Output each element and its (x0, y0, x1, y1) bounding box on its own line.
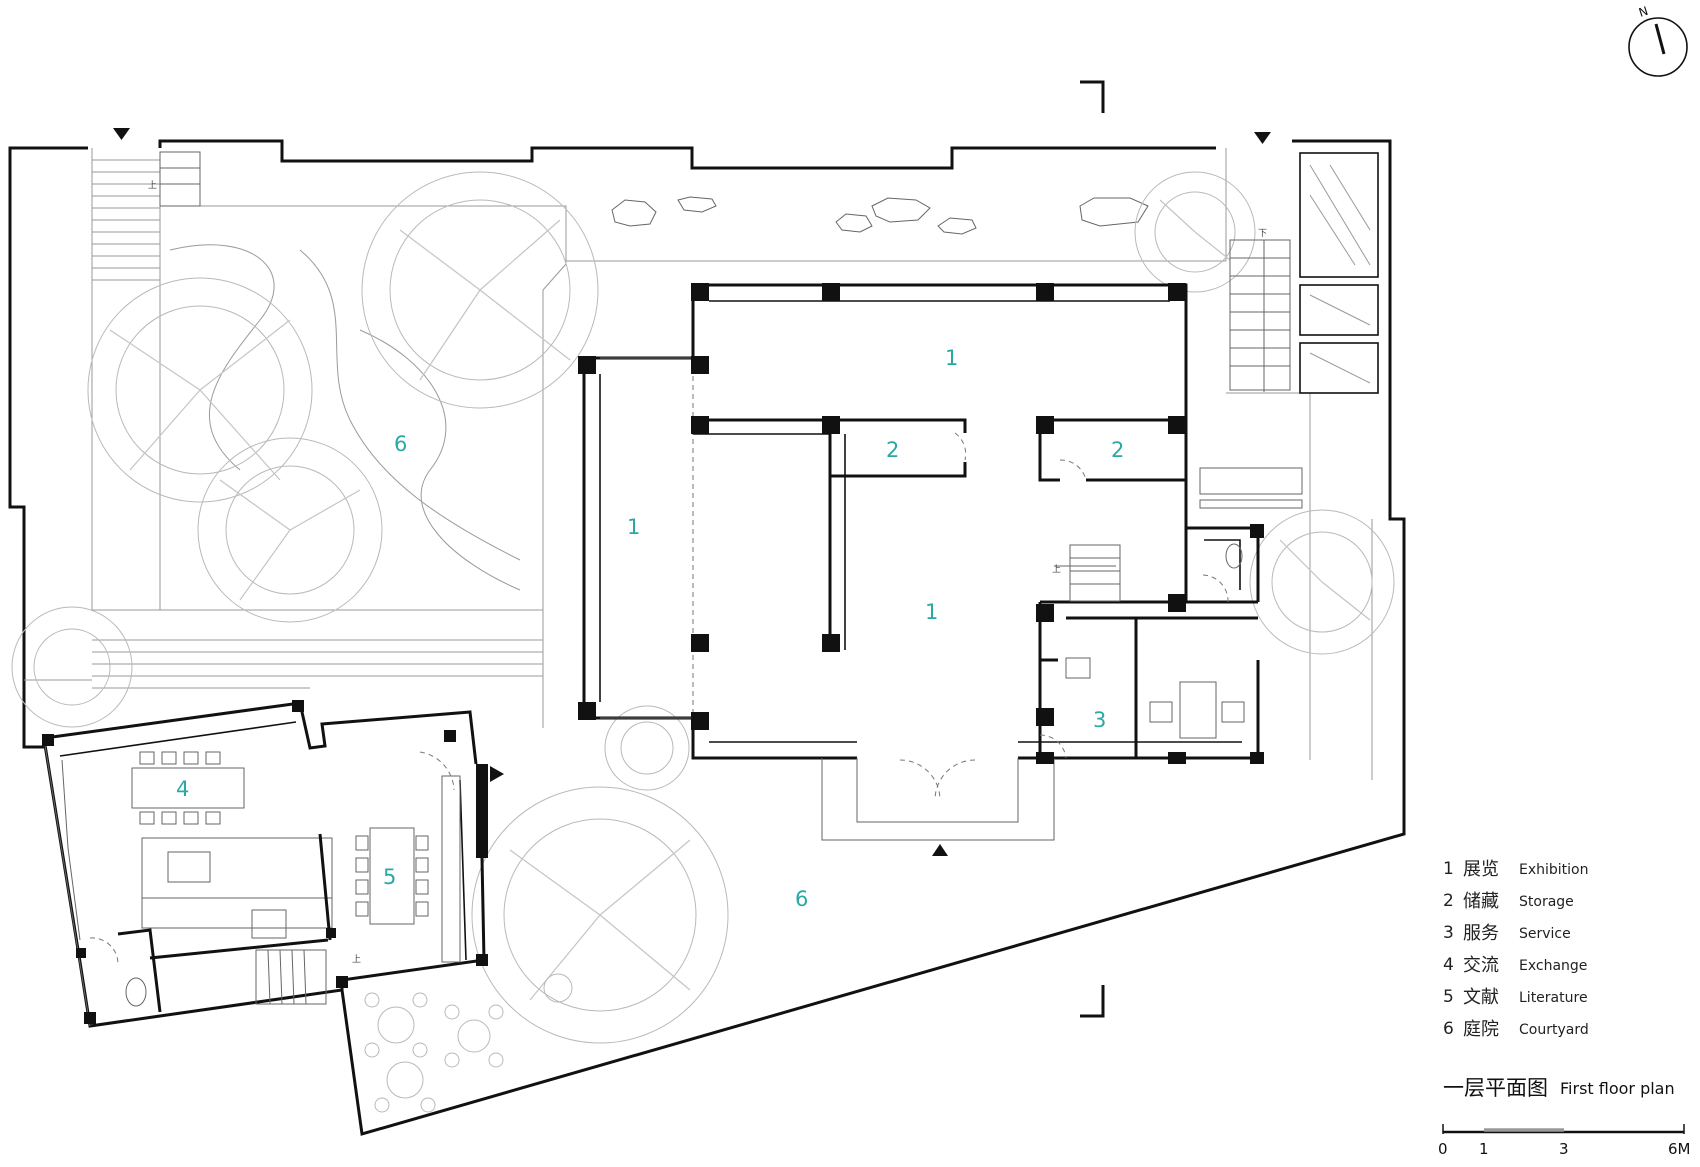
title-en: First floor plan (1560, 1079, 1675, 1098)
legend-item: 3 服务 Service (1443, 923, 1571, 944)
legend-label-en: Exhibition (1519, 862, 1589, 878)
legend-label-cn: 服务 (1463, 923, 1499, 944)
scale-label: 6M (1668, 1140, 1691, 1158)
legend-label-cn: 文献 (1463, 987, 1499, 1008)
drawing-title: 一层平面图 First floor plan (1443, 1076, 1675, 1100)
entry-markers (113, 80, 1271, 1018)
annex-building: 上 (42, 700, 488, 1028)
legend-item: 1 展览 Exhibition (1443, 859, 1589, 880)
room-number: 5 (383, 865, 396, 889)
room-number: 1 (925, 600, 938, 624)
inner-stair-up-mark: 上 (1052, 564, 1061, 575)
legend-item: 4 交流 Exchange (1443, 955, 1587, 976)
legend-item: 2 储藏 Storage (1443, 891, 1574, 912)
legend-number: 5 (1443, 987, 1454, 1007)
scale-bar: 0 1 3 6M (1438, 1124, 1691, 1158)
section-mark-top (1080, 80, 1105, 113)
legend-label-cn: 庭院 (1463, 1019, 1499, 1040)
legend-number: 3 (1443, 923, 1454, 943)
entry-arrow-icon (490, 766, 504, 782)
north-needle-icon (1654, 23, 1666, 55)
title-cn: 一层平面图 (1443, 1076, 1548, 1100)
outdoor-seating (364, 973, 573, 1113)
tree (604, 705, 690, 791)
stair-down-mark: 下 (1258, 229, 1267, 239)
room-number: 4 (176, 777, 189, 801)
scale-label: 3 (1559, 1140, 1569, 1158)
entry-arrow-icon (1254, 132, 1271, 144)
room-number: 6 (394, 432, 407, 456)
legend-label-en: Literature (1519, 990, 1588, 1006)
tree (87, 277, 313, 503)
room-number: 1 (945, 346, 958, 370)
boardwalk-bottom (92, 639, 543, 689)
legend-number: 6 (1443, 1019, 1454, 1039)
tree (1249, 509, 1395, 655)
tree (1134, 171, 1256, 293)
legend-item: 5 文献 Literature (1443, 987, 1588, 1008)
compass-circle (1628, 17, 1688, 77)
north-arrow: N (1628, 4, 1688, 77)
north-label: N (1637, 4, 1650, 20)
legend-number: 1 (1443, 859, 1454, 879)
entry-arrow-icon (113, 128, 130, 140)
section-mark-bottom (1080, 985, 1105, 1018)
legend-label-cn: 交流 (1463, 955, 1499, 976)
legend-label-cn: 储藏 (1463, 891, 1499, 912)
annex-stair-up-mark: 上 (352, 954, 361, 965)
legend-label-en: Exchange (1519, 958, 1587, 974)
legend-number: 4 (1443, 955, 1454, 975)
tree (471, 786, 729, 1044)
legend: 1 展览 Exhibition 2 储藏 Storage 3 服务 Servic… (1443, 859, 1589, 1040)
legend-label-en: Storage (1519, 894, 1574, 910)
step-up-mark: 上 (148, 180, 157, 191)
tree (11, 606, 133, 728)
room-number: 3 (1093, 708, 1106, 732)
entry-arrow-icon (932, 844, 948, 856)
room-number: 2 (886, 438, 899, 462)
planters (1299, 152, 1379, 394)
legend-number: 2 (1443, 891, 1454, 911)
main-building: 上 (578, 283, 1303, 841)
room-number: 1 (627, 515, 640, 539)
legend-label-cn: 展览 (1463, 859, 1499, 880)
legend-label-en: Courtyard (1519, 1022, 1589, 1038)
tree (361, 171, 599, 409)
room-number: 2 (1111, 438, 1124, 462)
tree (197, 437, 383, 623)
room-numbers: 1 1 1 2 2 3 4 5 6 6 (176, 346, 1124, 911)
legend-item: 6 庭院 Courtyard (1443, 1019, 1589, 1040)
boardwalk-left (92, 159, 160, 281)
legend-label-en: Service (1519, 926, 1571, 942)
exterior-stair: 下 (1229, 229, 1291, 392)
scale-label: 1 (1479, 1140, 1489, 1158)
scale-label: 0 (1438, 1140, 1448, 1158)
room-number: 6 (795, 887, 808, 911)
exterior-step: 上 (148, 151, 201, 207)
